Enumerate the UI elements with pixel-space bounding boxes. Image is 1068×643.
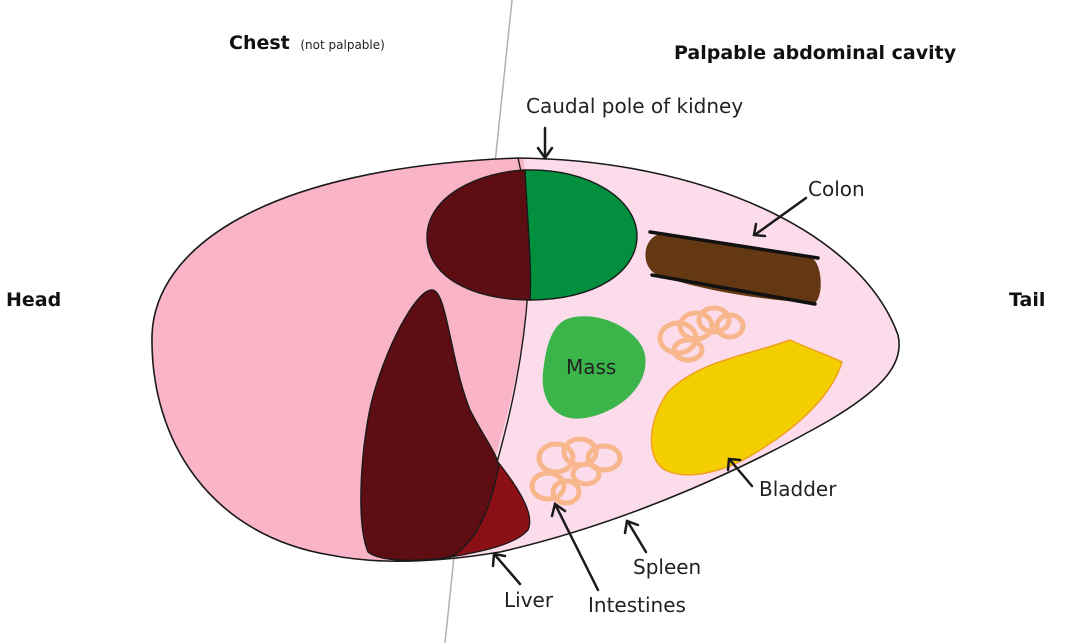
colon-lower-wall: [650, 273, 817, 306]
mass: [542, 316, 646, 419]
intestines-arrow: [550, 501, 600, 592]
intestines-label: Intestines: [588, 593, 686, 617]
kidney-arrow: [536, 126, 554, 161]
colon-arrow: [752, 196, 808, 238]
arrows: [491, 126, 808, 592]
liver: [360, 289, 531, 561]
chest-note: (not palpable): [300, 38, 384, 52]
tail-label: Tail: [1009, 289, 1045, 311]
bladder-arrow: [726, 457, 754, 488]
abdomen-title: Palpable abdominal cavity: [674, 42, 957, 64]
mass-label: Mass: [566, 355, 616, 379]
head-label: Head: [6, 289, 61, 311]
liver-arrow: [491, 552, 522, 586]
colon-upper-wall: [648, 230, 820, 260]
bladder: [650, 339, 843, 476]
kidney-caudal-half: [524, 169, 638, 301]
spleen-arrow: [623, 519, 648, 554]
colon-label: Colon: [808, 177, 865, 201]
intestines-upper: [657, 305, 746, 363]
liver-dark-lobe: [360, 289, 500, 561]
kidney-label: Caudal pole of kidney: [526, 94, 743, 118]
bladder-label: Bladder: [759, 477, 837, 501]
chest-title: Chest (not palpable): [229, 32, 385, 54]
colon: [645, 230, 821, 306]
kidney: [426, 169, 638, 301]
intestines-lower: [529, 436, 623, 506]
liver-label: Liver: [504, 588, 554, 612]
spleen-label: Spleen: [633, 555, 701, 579]
